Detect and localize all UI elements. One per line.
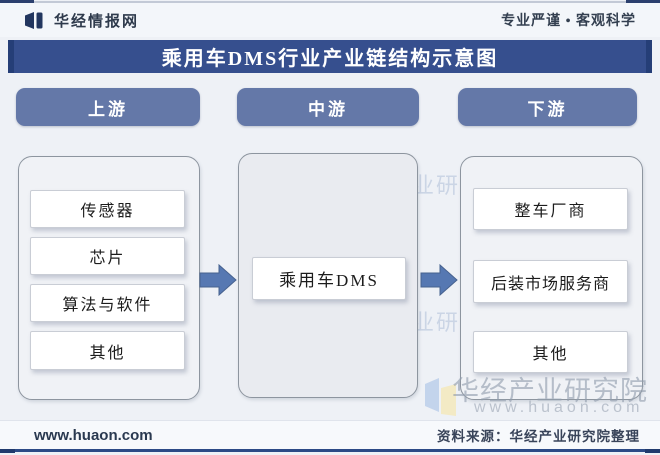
footer-site-url: www.huaon.com bbox=[34, 426, 153, 444]
header-bar: 华经情报网 专业严谨 • 客观科学 bbox=[0, 3, 660, 37]
node-downstream-aftermarket: 后装市场服务商 bbox=[473, 260, 628, 303]
node-upstream-chip: 芯片 bbox=[30, 237, 185, 275]
header-tagline: 专业严谨 • 客观科学 bbox=[501, 14, 636, 29]
top-divider-cap-left bbox=[0, 0, 34, 3]
watermark-name: 华经产业研究院 bbox=[452, 376, 648, 406]
brand-logo-icon bbox=[25, 11, 43, 29]
stage-pill-upstream: 上游 bbox=[16, 88, 200, 126]
footer-source: 资料来源：华经产业研究院整理 bbox=[437, 429, 640, 444]
arrow-right-icon bbox=[420, 263, 458, 297]
stage-pill-downstream: 下游 bbox=[458, 88, 637, 126]
footer-bar: www.huaon.com 资料来源：华经产业研究院整理 bbox=[0, 420, 660, 449]
brand-name: 华经情报网 bbox=[54, 13, 140, 30]
bottom-divider-cap-left bbox=[0, 446, 15, 453]
bottom-divider bbox=[0, 449, 660, 452]
node-upstream-other: 其他 bbox=[30, 331, 185, 370]
node-downstream-oem: 整车厂商 bbox=[473, 188, 628, 230]
node-upstream-algorithm: 算法与软件 bbox=[30, 284, 185, 322]
node-downstream-other: 其他 bbox=[473, 331, 628, 373]
watermark-url: www.huaon.com bbox=[474, 399, 644, 416]
top-divider-cap-right bbox=[626, 0, 660, 3]
node-midstream-dms: 乘用车DMS bbox=[252, 257, 406, 300]
stage-pill-midstream: 中游 bbox=[237, 88, 419, 126]
brand: 华经情报网 bbox=[24, 10, 139, 31]
arrow-right-icon bbox=[199, 263, 237, 297]
top-divider bbox=[0, 1, 660, 3]
node-upstream-sensor: 传感器 bbox=[30, 190, 185, 228]
watermark-logo-icon bbox=[425, 378, 456, 416]
page-title: 乘用车DMS行业产业链结构示意图 bbox=[8, 40, 652, 73]
bottom-divider-cap-right bbox=[645, 446, 660, 453]
